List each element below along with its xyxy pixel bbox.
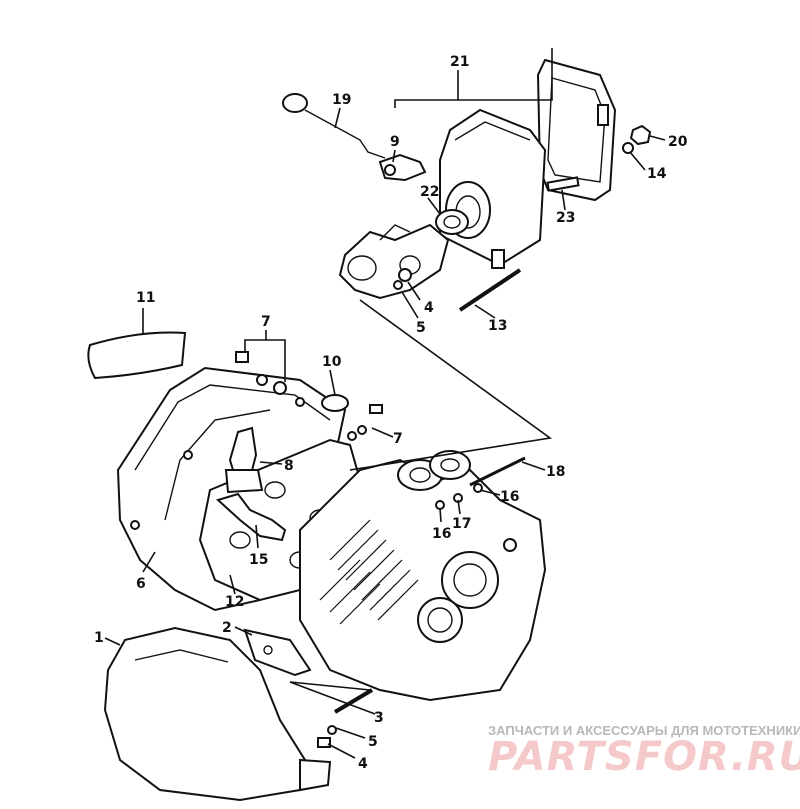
bracket-9 [378, 153, 427, 182]
callout-8: 8 [284, 458, 294, 474]
callout-9: 9 [390, 134, 400, 150]
callout-21: 21 [450, 54, 469, 70]
callout-6: 6 [136, 576, 146, 592]
callout-4-top: 4 [424, 300, 434, 316]
gasket-2 [243, 628, 312, 677]
callout-13: 13 [488, 318, 507, 334]
callout-22: 22 [420, 184, 439, 200]
callout-2: 2 [222, 620, 232, 636]
callout-15: 15 [249, 552, 268, 568]
callout-12: 12 [225, 594, 244, 610]
nut-4-top [398, 268, 412, 282]
watermark-logo: PARTSFOR.RU [488, 734, 800, 780]
air-box-housing [439, 108, 547, 269]
callout-11: 11 [136, 290, 155, 306]
callout-10: 10 [322, 354, 342, 370]
callout-16-right: 16 [500, 489, 519, 505]
nut-4-bottom [317, 737, 331, 748]
washer-14 [622, 142, 634, 154]
callout-5-bottom: 5 [368, 734, 378, 750]
gasket-10 [321, 394, 349, 412]
choke-cable-ring [282, 93, 386, 159]
stud-23 [546, 176, 580, 192]
callout-3: 3 [374, 710, 384, 726]
callout-20: 20 [668, 134, 688, 150]
washer-5-bottom [327, 725, 337, 735]
carb-flange-gasket [435, 209, 469, 235]
callout-7-lower: 7 [393, 431, 403, 447]
callouts: 21 19 9 20 22 14 23 4 5 13 11 7 10 7 8 1… [94, 54, 688, 772]
stud-18 [469, 456, 526, 487]
callout-19: 19 [332, 92, 351, 108]
callout-17: 17 [452, 516, 471, 532]
spark-plug-15 [216, 492, 287, 542]
callout-14: 14 [647, 166, 667, 182]
callout-7-upper: 7 [261, 314, 271, 330]
watermark: ЗАПЧАСТИ И АКСЕССУАРЫ ДЛЯ МОТОТЕХНИКИ PA… [488, 723, 800, 780]
callout-23: 23 [556, 210, 575, 226]
bolt-7-upper [235, 351, 287, 395]
cylinder-and-crankcase [299, 458, 547, 702]
spark-plug-cap-8 [224, 426, 264, 494]
watermark-tagline: ЗАПЧАСТИ И АКСЕССУАРЫ ДЛЯ МОТОТЕХНИКИ [488, 723, 800, 738]
decal-11 [87, 331, 187, 380]
callout-4-bottom: 4 [358, 756, 368, 772]
callout-1: 1 [94, 630, 104, 646]
nut-20 [629, 124, 652, 146]
screw-7-lower [347, 404, 383, 441]
air-box-cover [536, 58, 617, 202]
callout-18: 18 [546, 464, 565, 480]
callout-5-top: 5 [416, 320, 426, 336]
stud-3 [333, 688, 374, 714]
leader-lines [104, 48, 666, 759]
exhaust-flange-16-17 [397, 450, 471, 510]
rod-13 [458, 268, 522, 312]
callout-16-left: 16 [432, 526, 451, 542]
carburetor [338, 223, 450, 300]
washer-5-top [393, 280, 403, 290]
recoil-cover-1 [103, 626, 332, 802]
